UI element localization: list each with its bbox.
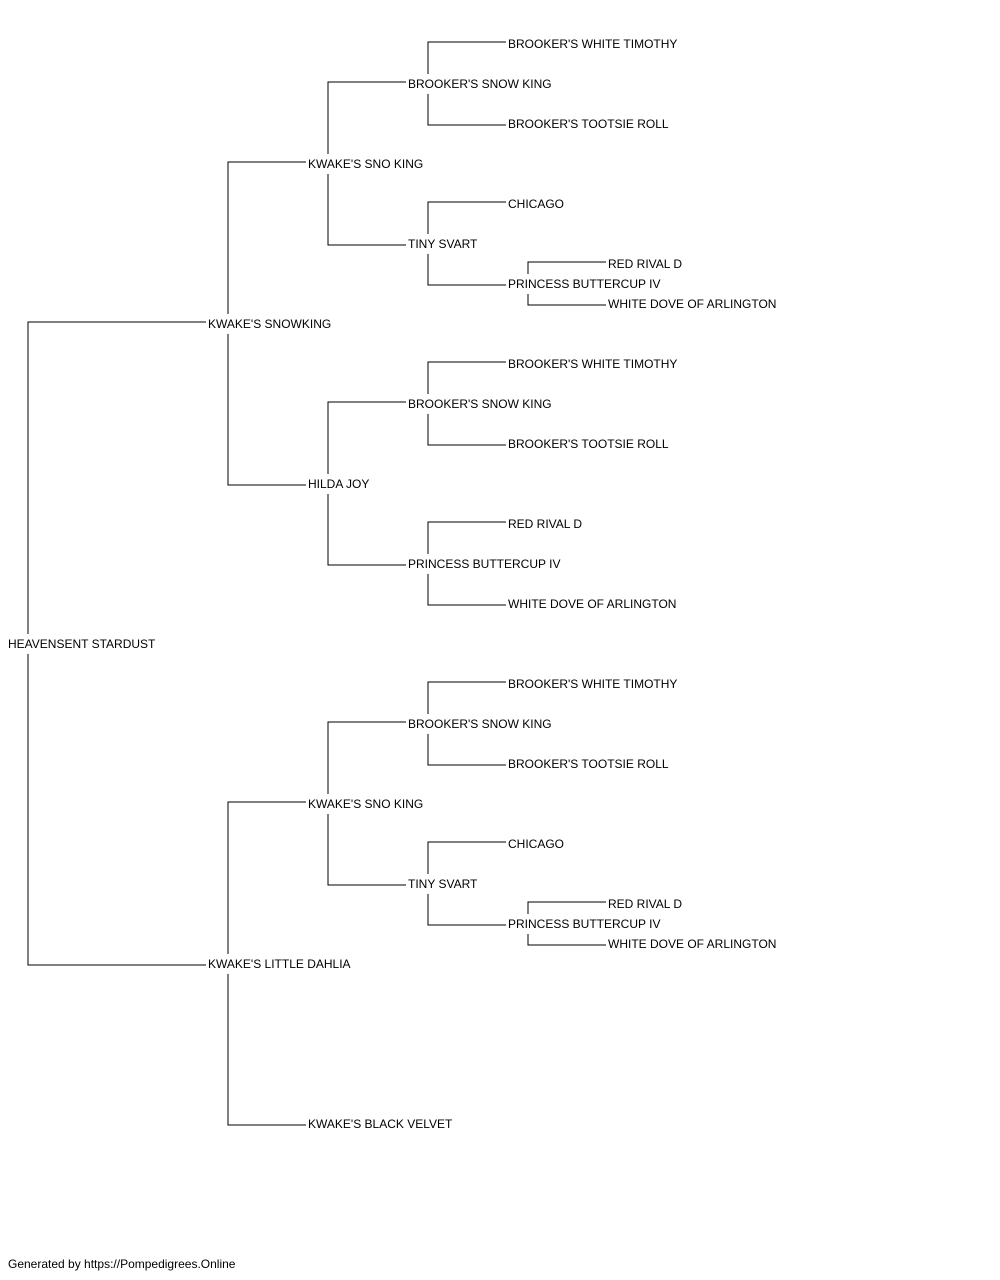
ancestor-name: WHITE DOVE OF ARLINGTON [608,937,776,951]
connector-line [327,81,406,246]
ancestor-name: BROOKER'S SNOW KING [408,717,552,731]
footer-credit: Generated by https://Pompedigrees.Online [8,1257,236,1271]
connector-line [327,401,406,566]
sire-name: KWAKE'S SNOWKING [208,317,331,331]
ancestor-name: PRINCESS BUTTERCUP IV [508,277,660,291]
ancestor-name: TINY SVART [408,877,478,891]
ancestor-name: TINY SVART [408,237,478,251]
ancestor-name: PRINCESS BUTTERCUP IV [408,557,560,571]
connector-line [427,521,506,606]
ancestor-name: BROOKER'S SNOW KING [408,397,552,411]
ancestor-name: PRINCESS BUTTERCUP IV [508,917,660,931]
ancestor-name: BROOKER'S WHITE TIMOTHY [508,357,677,371]
dam-dam-name: KWAKE'S BLACK VELVET [308,1117,453,1131]
ancestor-name: BROOKER'S TOOTSIE ROLL [508,437,669,451]
ancestor-name: RED RIVAL D [608,897,682,911]
connector-line [427,41,506,126]
connector-line [527,901,606,946]
ancestor-name: CHICAGO [508,197,564,211]
ancestor-name: BROOKER'S TOOTSIE ROLL [508,117,669,131]
ancestor-name: BROOKER'S WHITE TIMOTHY [508,677,677,691]
connector-line [327,721,406,886]
ancestor-name: CHICAGO [508,837,564,851]
connector-line [427,681,506,766]
ancestor-name: RED RIVAL D [608,257,682,271]
connector-line [427,361,506,446]
dam-sire-name: KWAKE'S SNO KING [308,797,423,811]
ancestor-name: RED RIVAL D [508,517,582,531]
sire-dam-name: HILDA JOY [308,477,369,491]
ancestor-name: WHITE DOVE OF ARLINGTON [608,297,776,311]
connector-line [427,201,506,286]
subject-name: HEAVENSENT STARDUST [8,637,156,651]
connector-line [527,261,606,306]
dam-name: KWAKE'S LITTLE DAHLIA [208,957,351,971]
sire-sire-name: KWAKE'S SNO KING [308,157,423,171]
connector-line [227,801,306,1126]
ancestor-name: BROOKER'S TOOTSIE ROLL [508,757,669,771]
ancestor-name: BROOKER'S SNOW KING [408,77,552,91]
ancestor-name: BROOKER'S WHITE TIMOTHY [508,37,677,51]
connector-line [227,161,306,486]
connector-line [427,841,506,926]
connector-line [27,321,206,966]
ancestor-name: WHITE DOVE OF ARLINGTON [508,597,676,611]
